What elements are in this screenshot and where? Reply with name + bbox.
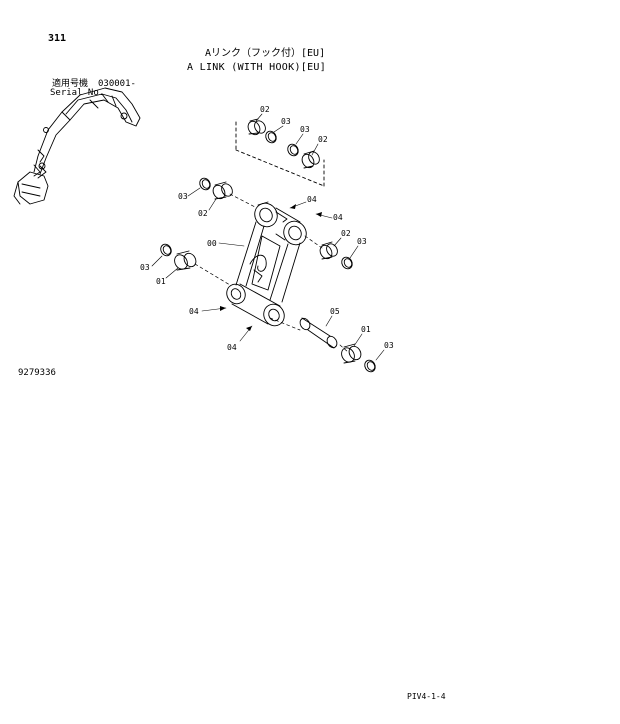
excavator-thumbnail [13, 87, 141, 205]
callout-03-b: 03 [300, 125, 310, 134]
callout-03-e: 03 [140, 263, 150, 272]
callout-02-d: 02 [341, 229, 351, 238]
title-english: A LINK (WITH HOOK)[EU] [187, 62, 327, 73]
callout-03-c: 03 [178, 192, 188, 201]
callout-02-a: 02 [260, 105, 270, 114]
callout-03-a: 03 [281, 117, 291, 126]
callout-03-f: 03 [384, 341, 394, 350]
callout-01-a: 01 [156, 277, 166, 286]
assembly-bracket [235, 121, 325, 187]
seal-ring-03-right-upper [341, 256, 353, 270]
a-link-body-00 [226, 201, 307, 327]
seal-ring-03-left-upper [199, 177, 211, 191]
pin-05 [299, 317, 338, 349]
serial-label-english: Serial No. [50, 88, 105, 98]
callout-00: 00 [207, 239, 217, 248]
serial-number-value: 030001- [98, 79, 136, 89]
seal-ring-03-left-lower [160, 243, 172, 257]
seal-ring-03-right-lower [364, 359, 376, 373]
callout-labels: 02 03 03 02 03 02 04 04 00 02 03 03 01 0… [140, 105, 394, 352]
drawing-number: 9279336 [18, 368, 56, 378]
bushing-02-right [319, 241, 338, 260]
callout-03-d: 03 [357, 237, 367, 246]
callout-02-b: 02 [318, 135, 328, 144]
serial-label-japanese: 適用号機 [52, 79, 89, 89]
bushing-01-left [174, 250, 197, 271]
bushing-02-top-right [301, 150, 320, 169]
seal-ring-03-top-2 [287, 143, 299, 157]
title-japanese: Aリンク（フック付）[EU] [205, 48, 326, 59]
callout-05: 05 [330, 307, 340, 316]
bushing-02-left [212, 181, 233, 200]
callout-04-d: 04 [227, 343, 237, 352]
callout-04-b: 04 [333, 213, 343, 222]
sheet-code: PIV4-1-4 [407, 692, 446, 701]
leader-arrowheads [220, 204, 322, 331]
callout-01-b: 01 [361, 325, 371, 334]
callout-02-c: 02 [198, 209, 208, 218]
callout-04-c: 04 [189, 307, 199, 316]
callout-04-a: 04 [307, 195, 317, 204]
bushing-02-top-left [247, 118, 266, 136]
seal-ring-03-top-1 [265, 130, 277, 144]
axis-lines [194, 193, 349, 353]
bushing-01-right [341, 343, 362, 364]
page-number: 311 [48, 33, 67, 44]
